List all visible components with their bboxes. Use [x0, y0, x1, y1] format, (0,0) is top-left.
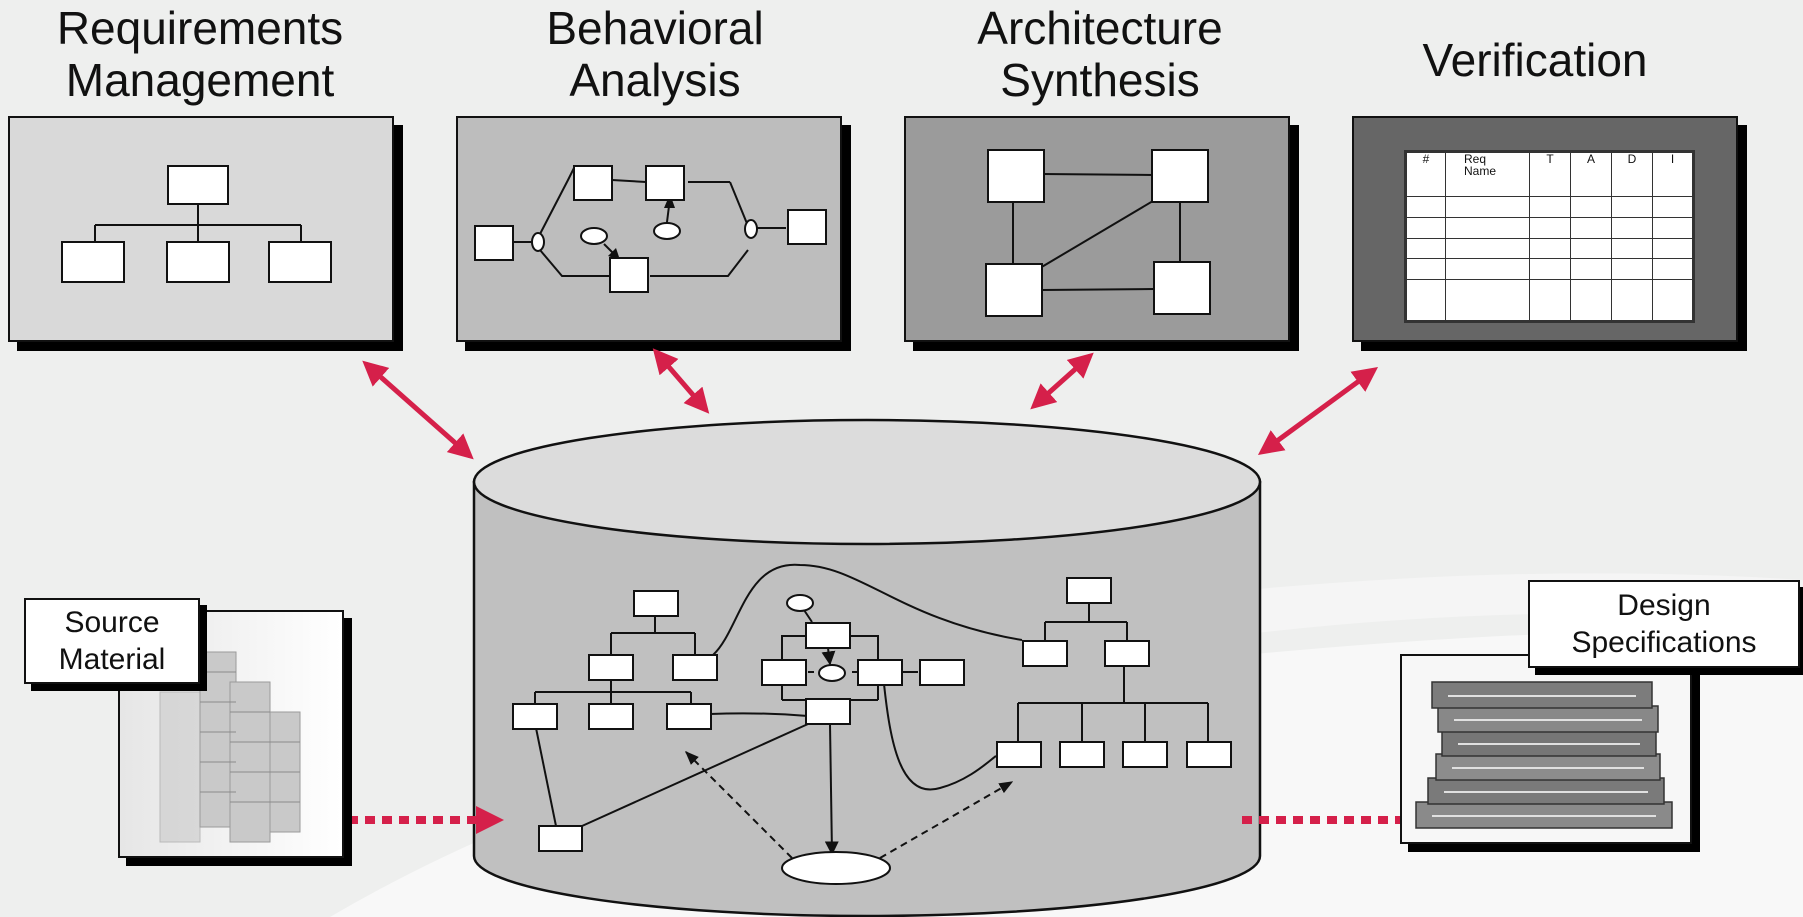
model-box	[512, 703, 558, 730]
design-specifications-label: Design Specifications	[1528, 580, 1800, 668]
flow-junction	[744, 219, 758, 239]
requirements-management-panel	[8, 116, 394, 342]
verification-col-d: D	[1611, 151, 1653, 197]
flow-box	[645, 165, 685, 201]
model-box	[805, 622, 851, 649]
link-arrow-requirements	[362, 360, 474, 460]
model-box	[919, 659, 965, 686]
model-box	[588, 654, 634, 681]
model-box	[857, 659, 903, 686]
verification-panel: # Req Name T A D I	[1352, 116, 1738, 342]
model-store	[781, 851, 891, 885]
model-box	[1186, 741, 1232, 768]
design-specifications-image	[1400, 654, 1692, 844]
model-box	[588, 703, 634, 730]
architecture-block	[1151, 149, 1209, 203]
hierarchy-child-box	[61, 241, 125, 283]
heading-architecture-synthesis: Architecture Synthesis	[977, 2, 1223, 106]
architecture-diagram	[985, 149, 1211, 317]
behavioral-analysis-panel	[456, 116, 842, 342]
flow-box	[474, 225, 514, 261]
cylinder-top	[472, 418, 1262, 546]
model-box	[633, 590, 679, 617]
verification-table: # Req Name T A D I	[1404, 150, 1695, 323]
architecture-block	[985, 263, 1043, 317]
heading-verification: Verification	[1422, 34, 1648, 86]
flow-junction	[653, 222, 681, 240]
heading-requirements-management: Requirements Management	[56, 2, 344, 106]
book-stack-picture	[1402, 656, 1690, 842]
architecture-block	[987, 149, 1045, 203]
model-junction	[818, 664, 846, 682]
flow-junction	[531, 232, 545, 252]
model-box	[1104, 640, 1150, 667]
source-material-label: Source Material	[24, 598, 200, 684]
link-arrow-verification	[1257, 367, 1379, 455]
model-junction	[786, 594, 814, 612]
verification-col-number: #	[1405, 151, 1446, 197]
link-arrow-behavioral	[652, 348, 710, 414]
model-box	[1059, 741, 1105, 768]
verification-col-i: I	[1652, 151, 1694, 197]
model-box	[1122, 741, 1168, 768]
heading-behavioral-analysis: Behavioral Analysis	[546, 2, 764, 106]
link-arrow-architecture	[1030, 352, 1094, 410]
model-box	[805, 698, 851, 725]
architecture-synthesis-panel	[904, 116, 1290, 342]
model-box	[1022, 640, 1068, 667]
hierarchy-root-box	[167, 165, 229, 205]
flow-box	[573, 165, 613, 201]
flow-box	[609, 257, 649, 293]
model-box	[996, 741, 1042, 768]
architecture-block	[1153, 261, 1211, 315]
verification-col-t: T	[1529, 151, 1571, 197]
model-box	[672, 654, 718, 681]
input-arrow-source	[314, 806, 504, 834]
hierarchy-child-box	[166, 241, 230, 283]
model-box	[761, 659, 807, 686]
hierarchy-diagram	[61, 165, 332, 283]
table-row	[1405, 279, 1694, 322]
model-box	[1066, 577, 1112, 604]
behavior-flow-diagram	[474, 165, 827, 293]
model-box	[666, 703, 712, 730]
flow-junction	[580, 227, 608, 245]
model-box	[538, 825, 583, 852]
integrated-model	[512, 577, 1232, 885]
flow-box	[787, 209, 827, 245]
hierarchy-child-box	[268, 241, 332, 283]
